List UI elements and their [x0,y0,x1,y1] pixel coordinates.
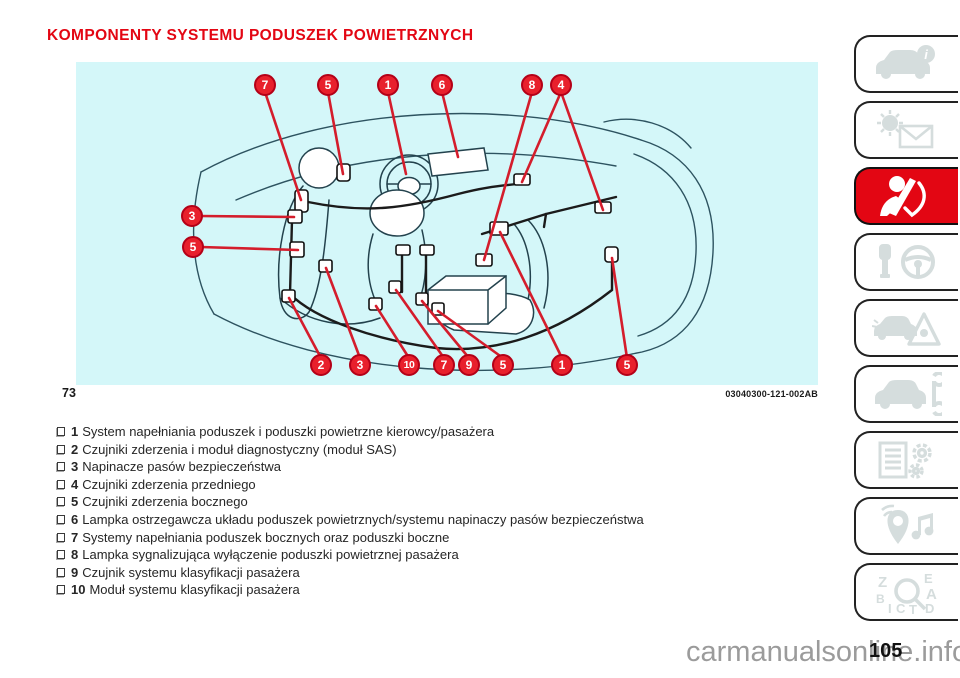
figure-code: 03040300-121-002AB [725,389,818,399]
sidebar-tab-in-emergency[interactable] [854,299,958,357]
callout-1-top: 1 [377,74,399,96]
airbag-components-diagram: 7 5 1 6 8 4 3 5 2 3 10 7 9 5 1 5 [76,62,818,385]
page-number: 105 [869,640,903,662]
checkbox-icon [57,462,65,472]
legend-item-text: System napełniania poduszek i poduszki p… [82,424,495,439]
callout-1-bottom: 1 [551,354,573,376]
checkbox-icon [57,497,65,507]
legend-item-text: Czujniki zderzenia bocznego [82,494,248,510]
callout-7-top: 7 [254,74,276,96]
index-letters-magnifier-icon: Z E B A I C T D [876,571,937,614]
legend-item-number: 5 [71,494,79,510]
svg-text:E: E [924,571,933,586]
callout-5-left: 5 [182,236,204,258]
legend-item-number: 3 [71,459,79,475]
seatbelt-person-icon [880,176,926,218]
car-wrench-icon [875,372,942,416]
callout-8-top: 8 [521,74,543,96]
sidebar-tab-vehicle-overview[interactable]: i [854,35,958,93]
svg-text:i: i [924,47,928,62]
legend-item-number: 10 [71,582,86,598]
legend-item-text: Systemy napełniania poduszek bocznych or… [82,529,450,545]
sidebar-tab-multimedia[interactable] [854,497,958,555]
callout-4-top: 4 [550,74,572,96]
checkbox-icon [57,567,65,577]
legend-item-number: 2 [71,441,79,457]
legend-item-number: 6 [71,511,79,527]
checkbox-icon [57,550,65,560]
legend-item-text: Moduł systemu klasyfikacji pasażera [89,582,300,598]
sidebar-tab-servicing[interactable] [854,365,958,423]
callout-5-bottom-right: 5 [616,354,638,376]
sidebar-tab-safety-active[interactable] [854,167,958,225]
callout-leader-lines [198,90,629,360]
checkbox-icon [57,585,65,595]
callout-7-bottom: 7 [433,354,455,376]
car-crash-triangle-icon [872,312,941,346]
callout-9-bottom: 9 [458,354,480,376]
svg-text:A: A [926,586,937,603]
callout-5-bottom: 5 [492,354,514,376]
location-pin-music-icon [881,504,934,544]
key-steering-wheel-icon [879,244,935,279]
sun-envelope-icon [877,110,934,149]
svg-text:I: I [888,601,892,614]
legend-item-text: Lampka sygnalizująca wyłączenie poduszki… [82,547,459,563]
callout-6-top: 6 [431,74,453,96]
document-gears-icon [878,441,932,479]
watermark: carmanualsonline.info [686,636,960,668]
legend-item-number: 9 [71,564,79,580]
checkbox-icon [57,514,65,524]
car-info-icon: i [876,45,935,79]
sidebar-tab-technical-data[interactable] [854,431,958,489]
legend-item-text: Czujniki zderzenia i moduł diagnostyczny… [82,441,397,457]
callout-3-bottom: 3 [349,354,371,376]
page-title: KOMPONENTY SYSTEMU PODUSZEK POWIETRZNYCH [47,27,474,44]
legend-item-text: Lampka ostrzegawcza układu poduszek powi… [82,511,644,527]
checkbox-icon [57,427,65,436]
chapter-tab-sidebar: i [854,35,960,629]
svg-text:T: T [909,602,917,614]
callout-3-left: 3 [181,205,203,227]
legend-item-number: 1 [71,424,79,439]
svg-text:B: B [876,592,885,606]
callout-2-bottom: 2 [310,354,332,376]
legend-item-text: Czujnik systemu klasyfikacji pasażera [82,564,300,580]
legend-item-number: 8 [71,547,79,563]
sidebar-tab-starting-driving[interactable] [854,233,958,291]
legend-item-number: 7 [71,529,79,545]
checkbox-icon [57,479,65,489]
callout-5-top: 5 [317,74,339,96]
checkbox-icon [57,444,65,454]
svg-text:C: C [896,601,906,614]
checkbox-icon [57,532,65,542]
car-interior-line-art [192,90,714,372]
sidebar-tab-alphabetical-index[interactable]: Z E B A I C T D [854,563,958,621]
callout-10-bottom: 10 [398,354,420,376]
legend-item-text: Czujniki zderzenia przedniego [82,476,256,492]
svg-text:D: D [925,601,934,614]
svg-text:Z: Z [878,574,887,591]
sidebar-tab-warning-lamps-messages[interactable] [854,101,958,159]
legend-item-number: 4 [71,476,79,492]
legend-item-text: Napinacze pasów bezpieczeństwa [82,459,281,475]
figure-number: 73 [62,386,76,400]
